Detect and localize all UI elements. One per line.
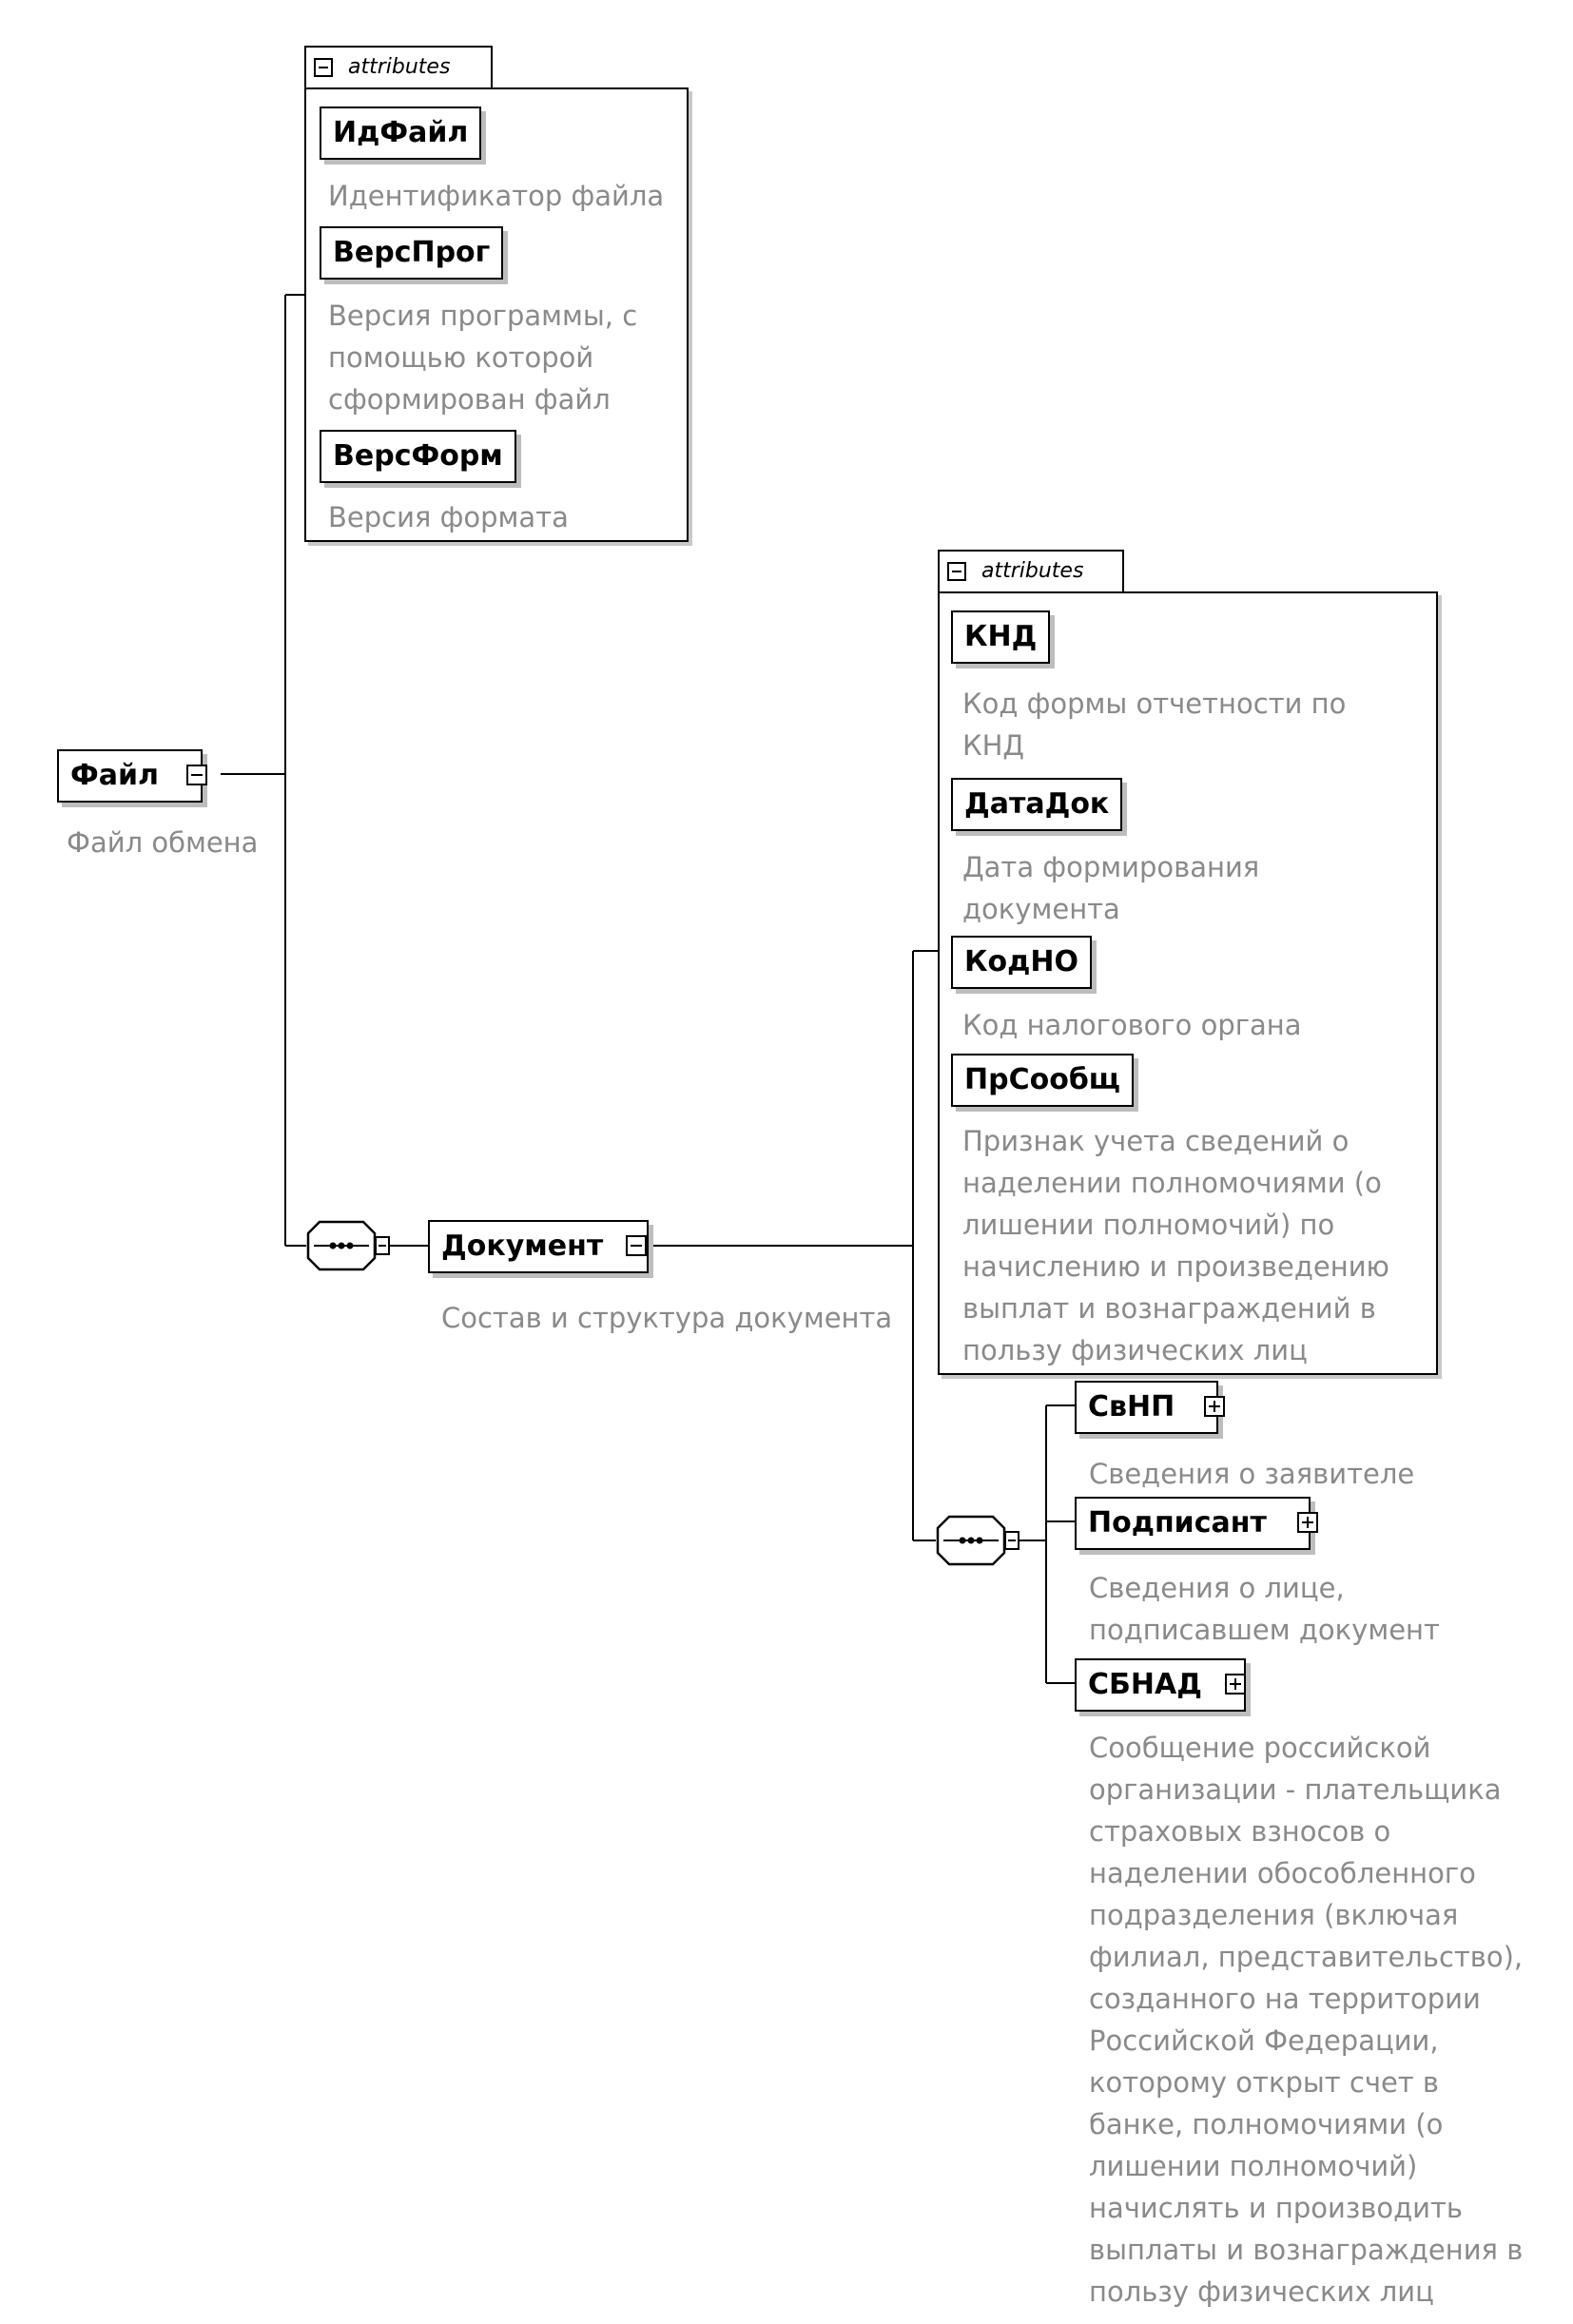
element-name: СвНП — [1088, 1390, 1175, 1423]
element-description: Сведения о лице, подписавшем документ — [1089, 1572, 1440, 1646]
element-description: Файл обмена — [67, 826, 259, 859]
expand-icon[interactable] — [1204, 1396, 1225, 1417]
attribute-description: Признак учета сведений о наделении полно… — [962, 1125, 1389, 1366]
attribute-box[interactable]: ВерсПрог — [320, 226, 504, 280]
attribute-name: ИдФайл — [333, 116, 469, 149]
element-description: Сообщение российской организации - плате… — [1089, 1732, 1524, 2308]
attribute-name: КодНО — [964, 945, 1078, 978]
attribute-box[interactable]: ИдФайл — [320, 107, 482, 160]
document-element-box[interactable]: Документ — [428, 1220, 650, 1273]
attribute-box[interactable]: ВерсФорм — [320, 430, 516, 483]
child-element-box[interactable]: Подписант — [1075, 1497, 1311, 1550]
expand-icon[interactable] — [1297, 1512, 1318, 1533]
attribute-box[interactable]: ДатаДок — [951, 778, 1123, 831]
attributes-label: attributes — [981, 559, 1084, 583]
attribute-box[interactable]: КодНО — [951, 936, 1092, 989]
attribute-description: Дата формирования документа — [962, 851, 1260, 925]
element-name: Файл — [70, 759, 159, 792]
attribute-description: Версия формата — [328, 501, 569, 533]
collapse-icon[interactable] — [314, 58, 333, 77]
attribute-name: ДатаДок — [964, 787, 1110, 821]
document-attributes-tab[interactable]: attributes — [938, 550, 1124, 591]
attribute-box[interactable]: КНД — [951, 610, 1051, 664]
collapse-icon[interactable] — [186, 765, 207, 785]
expand-icon[interactable] — [1225, 1674, 1246, 1695]
attribute-name: ВерсПрог — [333, 236, 491, 269]
element-name: Документ — [441, 1230, 604, 1263]
element-name: Подписант — [1088, 1506, 1267, 1540]
attribute-name: ПрСообщ — [964, 1063, 1120, 1096]
attribute-name: КНД — [964, 620, 1038, 653]
attribute-description: Версия программы, с помощью которой сфор… — [328, 300, 638, 416]
element-description: Сведения о заявителе — [1089, 1458, 1415, 1490]
collapse-icon[interactable] — [626, 1235, 647, 1256]
element-name: СБНАД — [1088, 1668, 1202, 1701]
attributes-label: attributes — [348, 55, 451, 79]
child-element-box[interactable]: СБНАД — [1075, 1658, 1246, 1712]
element-description: Состав и структура документа — [441, 1302, 893, 1334]
attribute-description: Идентификатор файла — [328, 180, 665, 212]
attribute-name: ВерсФорм — [333, 439, 503, 473]
attribute-description: Код налогового органа — [962, 1009, 1302, 1041]
sequence-compositor-icon[interactable] — [306, 1218, 390, 1273]
root-attributes-tab[interactable]: attributes — [304, 46, 493, 87]
collapse-icon[interactable] — [947, 562, 966, 581]
root-element-box[interactable]: Файл — [57, 749, 203, 803]
attribute-box[interactable]: ПрСообщ — [951, 1054, 1134, 1107]
attribute-description: Код формы отчетности по КНД — [962, 688, 1347, 762]
sequence-compositor-icon[interactable] — [936, 1513, 1020, 1568]
child-element-box[interactable]: СвНП — [1075, 1381, 1219, 1434]
